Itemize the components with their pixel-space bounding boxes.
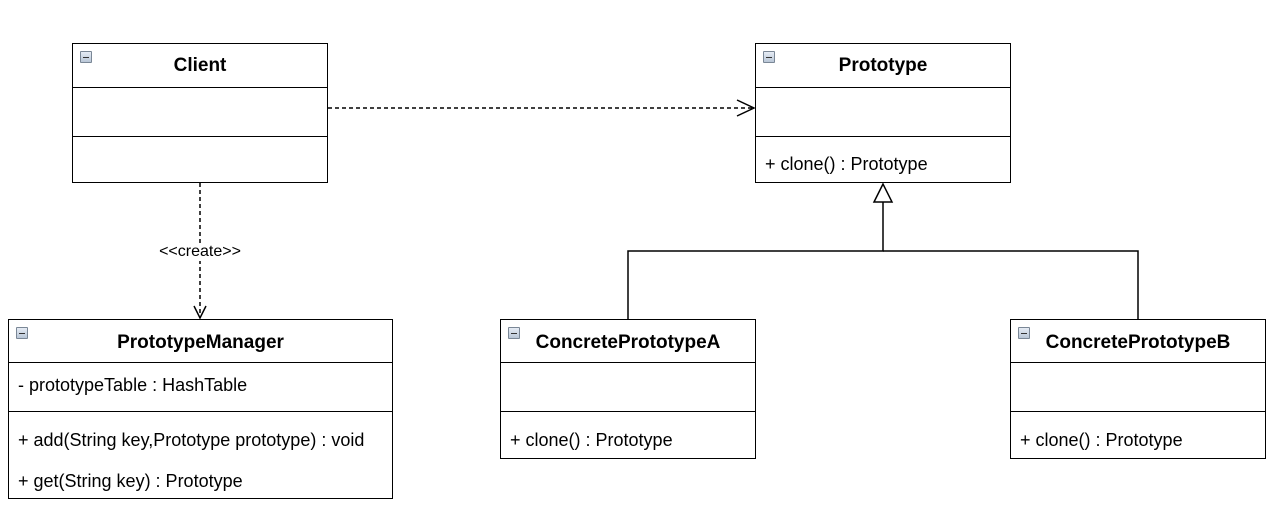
class-client-name: Client — [173, 55, 227, 76]
class-prototype-manager-method-add: + add(String key,Prototype prototype) : … — [18, 430, 365, 450]
class-prototype-manager-methods: + add(String key,Prototype prototype) : … — [9, 411, 392, 497]
class-concrete-prototype-b[interactable]: ConcretePrototypeB + clone() : Prototype — [1010, 319, 1266, 459]
class-prototype-attributes — [756, 88, 1010, 136]
class-prototype-manager-header: PrototypeManager — [9, 320, 392, 363]
class-concrete-prototype-a[interactable]: ConcretePrototypeA + clone() : Prototype — [500, 319, 756, 459]
generalization-triangle — [872, 182, 894, 203]
class-prototype-manager-attributes: - prototypeTable : HashTable — [9, 363, 392, 411]
collapse-icon[interactable] — [1018, 327, 1030, 339]
class-client[interactable]: Client — [72, 43, 328, 183]
class-concrete-prototype-b-header: ConcretePrototypeB — [1011, 320, 1265, 363]
class-concrete-prototype-a-header: ConcretePrototypeA — [501, 320, 755, 363]
collapse-icon[interactable] — [763, 51, 775, 63]
class-client-attributes — [73, 88, 327, 136]
collapse-icon[interactable] — [16, 327, 28, 339]
class-concrete-prototype-b-name: ConcretePrototypeB — [1045, 332, 1231, 353]
client-prototype-arrowhead — [736, 99, 756, 117]
class-prototype-methods: + clone() : Prototype — [756, 136, 1010, 181]
client-manager-arrowhead — [193, 305, 207, 320]
create-stereotype-label: <<create>> — [152, 243, 248, 261]
class-concrete-prototype-b-attributes — [1011, 363, 1265, 411]
collapse-icon[interactable] — [80, 51, 92, 63]
class-prototype-name: Prototype — [838, 55, 928, 76]
class-prototype-manager[interactable]: PrototypeManager - prototypeTable : Hash… — [8, 319, 393, 499]
class-prototype-header: Prototype — [756, 44, 1010, 88]
class-client-header: Client — [73, 44, 327, 88]
class-concrete-prototype-b-method: + clone() : Prototype — [1020, 430, 1183, 450]
class-client-methods — [73, 136, 327, 181]
generalization-line-b — [883, 250, 1139, 320]
class-prototype-method: + clone() : Prototype — [765, 154, 928, 174]
class-concrete-prototype-a-attributes — [501, 363, 755, 411]
class-concrete-prototype-a-name: ConcretePrototypeA — [535, 332, 721, 353]
class-prototype[interactable]: Prototype + clone() : Prototype — [755, 43, 1011, 183]
class-prototype-manager-name: PrototypeManager — [117, 332, 284, 353]
generalization-line-a — [627, 202, 884, 320]
class-prototype-manager-attribute: - prototypeTable : HashTable — [18, 375, 248, 395]
class-concrete-prototype-a-method: + clone() : Prototype — [510, 430, 673, 450]
collapse-icon[interactable] — [508, 327, 520, 339]
class-prototype-manager-method-get: + get(String key) : Prototype — [18, 471, 243, 491]
class-concrete-prototype-a-methods: + clone() : Prototype — [501, 411, 755, 457]
class-concrete-prototype-b-methods: + clone() : Prototype — [1011, 411, 1265, 457]
